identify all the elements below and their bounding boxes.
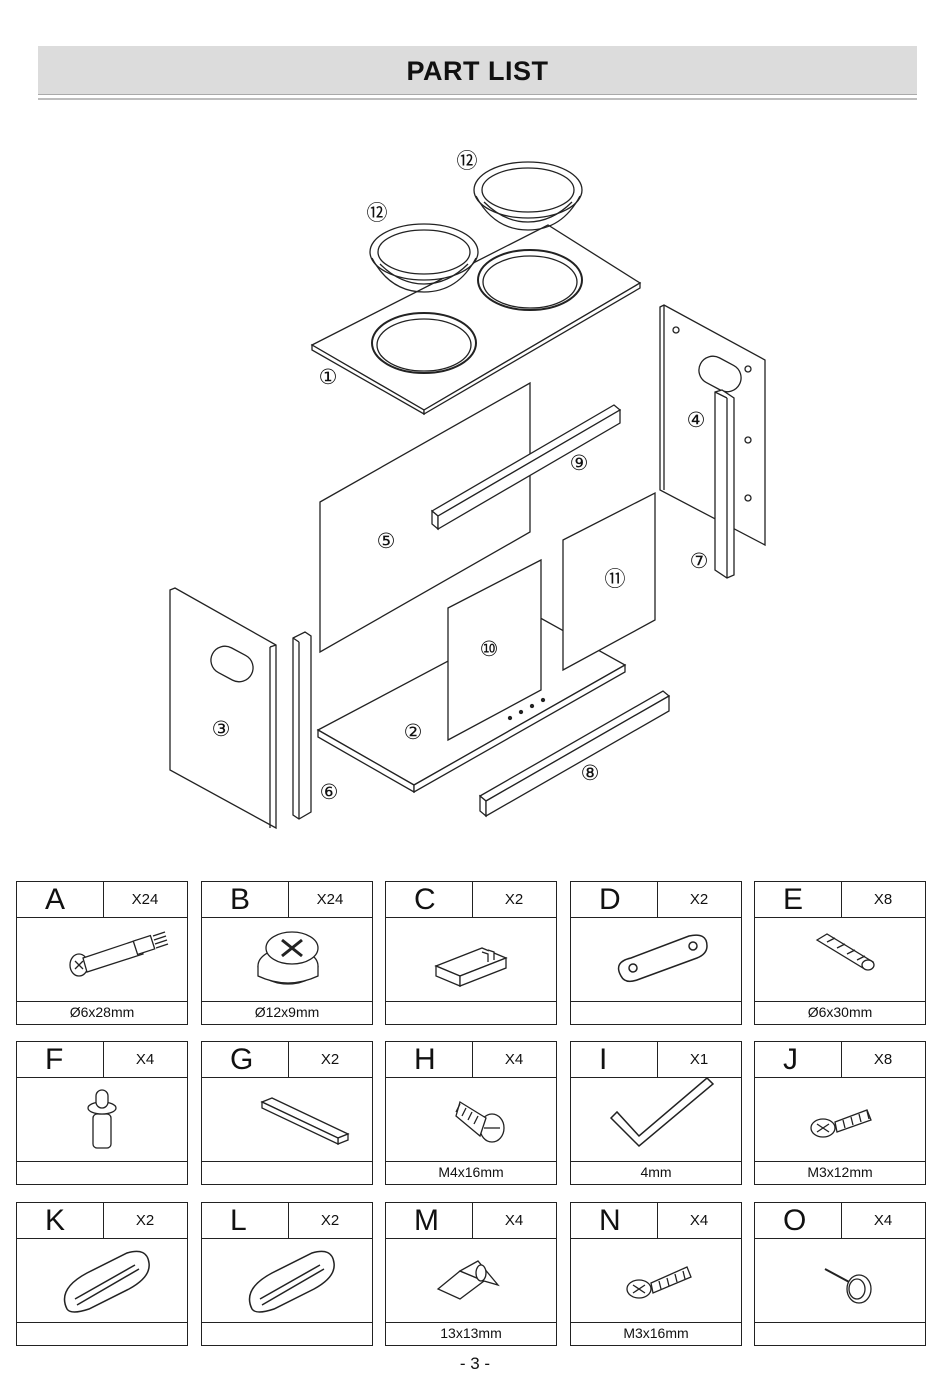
part-spec — [17, 1161, 187, 1184]
part-spec: Ø12x9mm — [202, 1001, 372, 1024]
part-quantity: X4 — [472, 1203, 556, 1239]
callout-7: ⑦ — [690, 550, 709, 573]
callout-6: ⑥ — [320, 781, 339, 804]
part-letter: A — [17, 882, 104, 918]
cam-bolt-icon — [17, 918, 187, 1002]
exploded-assembly-diagram: ① ② ③ ④ ⑤ ⑥ ⑦ ⑧ ⑨ ⑩ ⑪ ⑫ ⑫ — [0, 100, 950, 840]
shelf-pin-icon — [17, 1078, 187, 1162]
magnetic-catch-icon — [386, 918, 556, 1002]
wood-dowel-icon — [755, 918, 925, 1002]
callout-8: ⑧ — [581, 762, 600, 785]
post-right — [715, 390, 734, 578]
part-spec — [202, 1322, 372, 1345]
part-quantity: X2 — [472, 882, 556, 918]
part-quantity: X24 — [103, 882, 187, 918]
part-quantity: X2 — [103, 1203, 187, 1239]
part-spec: M3x12mm — [755, 1161, 925, 1184]
panel-side-left — [170, 588, 276, 828]
part-letter: J — [755, 1042, 842, 1078]
part-letter: H — [386, 1042, 473, 1078]
part-spec — [202, 1161, 372, 1184]
part-letter: D — [571, 882, 658, 918]
part-spec — [571, 1001, 741, 1024]
long-screw-icon — [571, 1239, 741, 1323]
part-spec: Ø6x28mm — [17, 1001, 187, 1024]
page-title: PART LIST — [38, 56, 917, 87]
part-spec: 13x13mm — [386, 1322, 556, 1345]
short-screw-icon — [755, 1078, 925, 1162]
part-quantity: X4 — [841, 1203, 925, 1239]
part-quantity: X8 — [841, 882, 925, 918]
page-number: - 3 - — [0, 1354, 950, 1374]
part-quantity: X4 — [472, 1042, 556, 1078]
callout-9: ⑨ — [570, 452, 589, 475]
callout-1: ① — [319, 366, 338, 389]
handle-cover-icon — [202, 1239, 372, 1323]
bowl-right — [474, 162, 582, 230]
handle-cover-icon — [17, 1239, 187, 1323]
part-letter: K — [17, 1203, 104, 1239]
callout-3: ③ — [212, 718, 231, 741]
part-letter: M — [386, 1203, 473, 1239]
callout-4: ④ — [687, 409, 706, 432]
callout-12a: ⑫ — [367, 202, 388, 225]
allen-key-icon — [571, 1078, 741, 1162]
corner-block-icon — [386, 1239, 556, 1323]
callout-2: ② — [404, 721, 423, 744]
title-bar: PART LIST — [38, 46, 917, 95]
part-spec — [17, 1322, 187, 1345]
part-spec: M4x16mm — [386, 1161, 556, 1184]
callout-10: ⑩ — [480, 638, 499, 661]
part-quantity: X1 — [657, 1042, 741, 1078]
part-quantity: X8 — [841, 1042, 925, 1078]
part-quantity: X4 — [103, 1042, 187, 1078]
part-letter: I — [571, 1042, 658, 1078]
strip-icon — [202, 1078, 372, 1162]
connector-plate-icon — [571, 918, 741, 1002]
panel-side-right — [660, 305, 765, 545]
part-spec: M3x16mm — [571, 1322, 741, 1345]
machine-screw-icon — [386, 1078, 556, 1162]
part-spec: Ø6x30mm — [755, 1001, 925, 1024]
part-letter: N — [571, 1203, 658, 1239]
cam-lock-icon — [202, 918, 372, 1002]
part-spec — [386, 1001, 556, 1024]
nail-icon — [755, 1239, 925, 1323]
part-letter: F — [17, 1042, 104, 1078]
post-left — [293, 632, 311, 819]
part-letter: E — [755, 882, 842, 918]
part-letter: G — [202, 1042, 289, 1078]
part-quantity: X2 — [657, 882, 741, 918]
part-quantity: X24 — [288, 882, 372, 918]
part-spec — [755, 1322, 925, 1345]
part-quantity: X2 — [288, 1203, 372, 1239]
part-letter: C — [386, 882, 473, 918]
part-letter: L — [202, 1203, 289, 1239]
part-letter: B — [202, 882, 289, 918]
callout-5: ⑤ — [377, 530, 396, 553]
callout-12b: ⑫ — [457, 150, 478, 173]
part-quantity: X2 — [288, 1042, 372, 1078]
part-letter: O — [755, 1203, 842, 1239]
part-spec: 4mm — [571, 1161, 741, 1184]
part-quantity: X4 — [657, 1203, 741, 1239]
callout-11: ⑪ — [605, 568, 626, 591]
